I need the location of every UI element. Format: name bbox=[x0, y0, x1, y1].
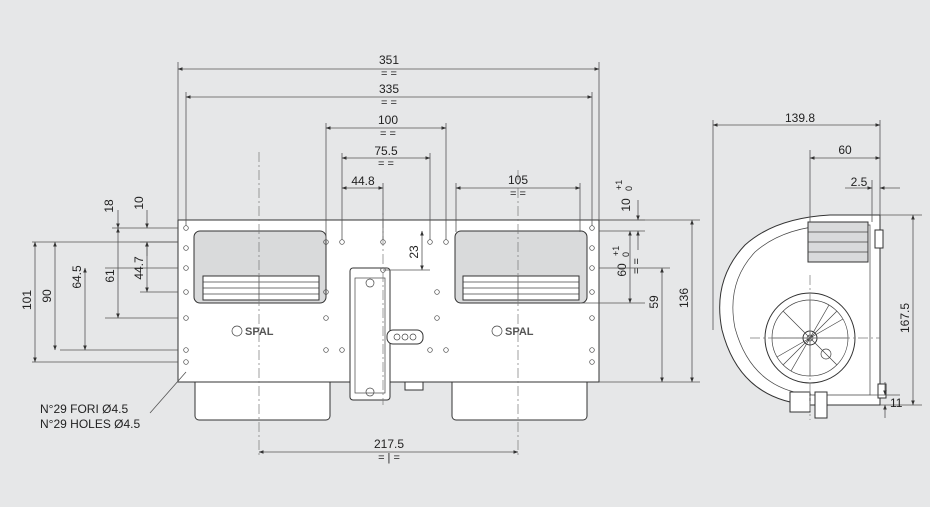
svg-text:136: 136 bbox=[677, 288, 691, 308]
svg-text:60: 60 bbox=[615, 263, 629, 277]
dimension-105: 105 = = bbox=[455, 173, 581, 232]
svg-text:75.5: 75.5 bbox=[374, 144, 398, 158]
side-view bbox=[719, 214, 887, 420]
svg-text:167.5: 167.5 bbox=[898, 303, 912, 333]
dimension-10-tolerance: 10 +1 0 bbox=[599, 180, 645, 250]
svg-text:2.5: 2.5 bbox=[851, 175, 868, 189]
holes-note: N°29 FORI Ø4.5 N°29 HOLES Ø4.5 bbox=[40, 371, 187, 431]
dimension-90: 90 bbox=[40, 241, 57, 351]
dimension-136: 136 bbox=[599, 219, 700, 383]
dimension-351: 351 = = bbox=[177, 53, 600, 220]
dimension-61: 61 bbox=[103, 227, 120, 319]
svg-text:SPAL: SPAL bbox=[245, 326, 274, 338]
svg-text:11: 11 bbox=[890, 396, 903, 410]
svg-text:335: 335 bbox=[379, 82, 399, 96]
svg-text:101: 101 bbox=[20, 290, 34, 310]
svg-text:0: 0 bbox=[624, 186, 634, 191]
svg-text:0: 0 bbox=[621, 252, 631, 257]
left-outlet bbox=[193, 230, 327, 304]
dimension-167-5: 167.5 bbox=[880, 214, 922, 406]
svg-text:= =: = = bbox=[631, 258, 643, 274]
svg-text:= =: = = bbox=[378, 158, 394, 170]
svg-text:+1: +1 bbox=[611, 246, 621, 256]
svg-text:10: 10 bbox=[619, 198, 633, 212]
dimension-18: 18 bbox=[102, 199, 120, 229]
dimension-60-side: 60 bbox=[809, 143, 881, 222]
spal-logo-left: SPAL bbox=[231, 325, 274, 338]
svg-text:= =: = = bbox=[381, 97, 397, 109]
motor-box bbox=[349, 267, 424, 401]
svg-text:100: 100 bbox=[378, 113, 398, 127]
right-outlet bbox=[454, 230, 588, 304]
svg-text:217.5: 217.5 bbox=[374, 437, 404, 451]
svg-text:= =: = = bbox=[510, 188, 526, 200]
svg-text:59: 59 bbox=[647, 295, 661, 309]
svg-text:23: 23 bbox=[407, 245, 421, 259]
svg-text:139.8: 139.8 bbox=[785, 111, 815, 125]
dimension-23: 23 bbox=[383, 230, 430, 271]
dimension-64-5: 64.5 bbox=[70, 265, 87, 351]
svg-text:= =: = = bbox=[380, 128, 396, 140]
svg-text:SPAL: SPAL bbox=[505, 326, 534, 338]
svg-text:= | =: = | = bbox=[378, 452, 400, 464]
dimension-11: 11 bbox=[870, 382, 903, 418]
dimension-60-tolerance: 60 +1 0 = = bbox=[580, 230, 645, 304]
svg-text:60: 60 bbox=[838, 143, 852, 157]
spal-logo-right: SPAL bbox=[491, 325, 534, 338]
dimension-101: 101 bbox=[20, 241, 37, 363]
svg-text:10: 10 bbox=[132, 196, 146, 210]
svg-text:44.8: 44.8 bbox=[351, 174, 375, 188]
svg-text:105: 105 bbox=[508, 173, 528, 187]
dimension-335: 335 = = bbox=[185, 82, 593, 226]
svg-text:64.5: 64.5 bbox=[70, 265, 84, 289]
svg-text:N°29 HOLES Ø4.5: N°29 HOLES Ø4.5 bbox=[40, 417, 141, 431]
svg-text:18: 18 bbox=[102, 199, 116, 213]
svg-text:N°29 FORI Ø4.5: N°29 FORI Ø4.5 bbox=[40, 402, 128, 416]
svg-text:+1: +1 bbox=[614, 180, 624, 190]
dimension-75-5: 75.5 = = bbox=[341, 144, 431, 240]
dimension-44-8: 44.8 bbox=[341, 174, 384, 240]
svg-text:= =: = = bbox=[381, 68, 397, 80]
dimension-217-5: 217.5 = | = bbox=[258, 437, 519, 464]
dimension-10: 10 bbox=[132, 196, 149, 256]
svg-text:90: 90 bbox=[40, 289, 54, 303]
svg-text:44.7: 44.7 bbox=[132, 256, 146, 280]
svg-text:61: 61 bbox=[103, 269, 117, 283]
dimension-2-5: 2.5 bbox=[845, 175, 900, 222]
front-view: SPAL SPAL bbox=[177, 152, 600, 455]
dimension-59: 59 bbox=[599, 267, 700, 383]
dimension-139-8: 139.8 bbox=[712, 111, 881, 330]
dimension-44-7: 44.7 bbox=[132, 241, 149, 293]
svg-text:351: 351 bbox=[379, 53, 399, 67]
dimension-100: 100 = = bbox=[325, 113, 447, 240]
